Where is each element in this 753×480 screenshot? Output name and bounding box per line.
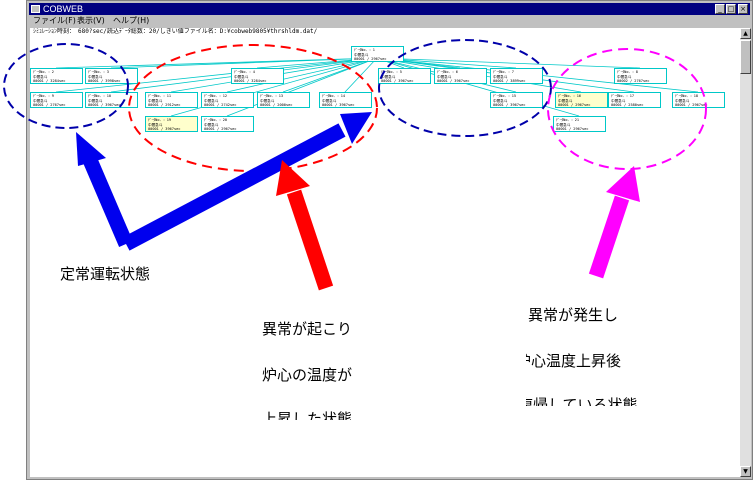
maximize-button[interactable]: □ — [726, 4, 736, 14]
node-text-line: 00001 / 3967sec — [322, 103, 355, 108]
node-text-line: 00001 / 2912sec — [148, 103, 181, 108]
node-text-line: 00001 / 3284sec — [33, 79, 66, 84]
recovery-line-1: 異常が発生し — [528, 306, 619, 324]
steady-state-label: 定常運転状態 — [60, 265, 151, 283]
node-text-line: 00001 / 2967sec — [556, 127, 589, 132]
node-text-line: 00001 / 3967sec — [437, 79, 470, 84]
close-button[interactable]: × — [738, 4, 748, 14]
node-text-line: 00001 / 3998sec — [88, 79, 121, 84]
scroll-up-arrow[interactable]: ▲ — [740, 28, 751, 39]
abnormal-caption: 異常が起こり 炉心の温度が 上昇した状態 — [262, 320, 402, 420]
node-text-line: 00001 / 3967sec — [381, 79, 414, 84]
recovery-line-3: 復帰している状態 — [526, 396, 638, 406]
node-text-line: 00001 / 2767sec — [33, 103, 66, 108]
recovery-caption: 異常が発生し 炉心温度上昇後 復帰している状態 — [526, 306, 686, 406]
node-text-line: 00001 / 2967sec — [204, 127, 237, 132]
node-text-line: 00001 / 3967sec — [148, 127, 181, 132]
node-text-line: 00001 / 3284sec — [234, 79, 267, 84]
title-bar[interactable]: COBWEB _ □ × — [29, 3, 750, 15]
node-text-line: 00001 / 2000sec — [260, 103, 293, 108]
abnormal-line-2: 炉心の温度が — [262, 366, 353, 384]
recovery-line-2: 炉心温度上昇後 — [526, 352, 622, 370]
scroll-down-arrow[interactable]: ▼ — [740, 466, 751, 477]
minimize-button[interactable]: _ — [715, 4, 725, 14]
vertical-scrollbar[interactable]: ▲ ▼ — [740, 28, 751, 477]
node-text-line: 00001 / 3967sec — [493, 103, 526, 108]
window-title: COBWEB — [43, 4, 84, 14]
menu-file[interactable]: ファイル(F) — [33, 16, 76, 25]
node-text-line: 00001 / 2742sec — [204, 103, 237, 108]
node-text-line: 00001 / 2967sec — [675, 103, 708, 108]
simulation-status: ｼﾐｭﾚｰｼｮﾝ時刻： 680?sec/読込ﾃﾞｰﾀ総数：20/しきい値ファイル… — [33, 28, 318, 35]
abnormal-line-1: 異常が起こり — [262, 320, 353, 338]
node-text-line: 00001 / 2967sec — [558, 103, 591, 108]
node-text-line: 00001 / 3899sec — [493, 79, 526, 84]
node-link — [344, 57, 378, 93]
node-text-line: 00001 / 2580sec — [611, 103, 644, 108]
scroll-thumb[interactable] — [740, 40, 751, 74]
menu-view[interactable]: 表示(V) — [77, 16, 105, 25]
node-text-line: 00002 / 2767sec — [617, 79, 650, 84]
menu-help[interactable]: ヘルプ(H) — [113, 16, 150, 25]
abnormal-line-3: 上昇した状態 — [262, 410, 353, 420]
menu-bar: ファイル(F) 表示(V) ヘルプ(H) — [29, 15, 750, 27]
app-icon[interactable] — [31, 5, 40, 13]
node-text-line: 00001 / 2967sec — [354, 57, 387, 62]
node-text-line: 00001 / 3967sec — [88, 103, 121, 108]
